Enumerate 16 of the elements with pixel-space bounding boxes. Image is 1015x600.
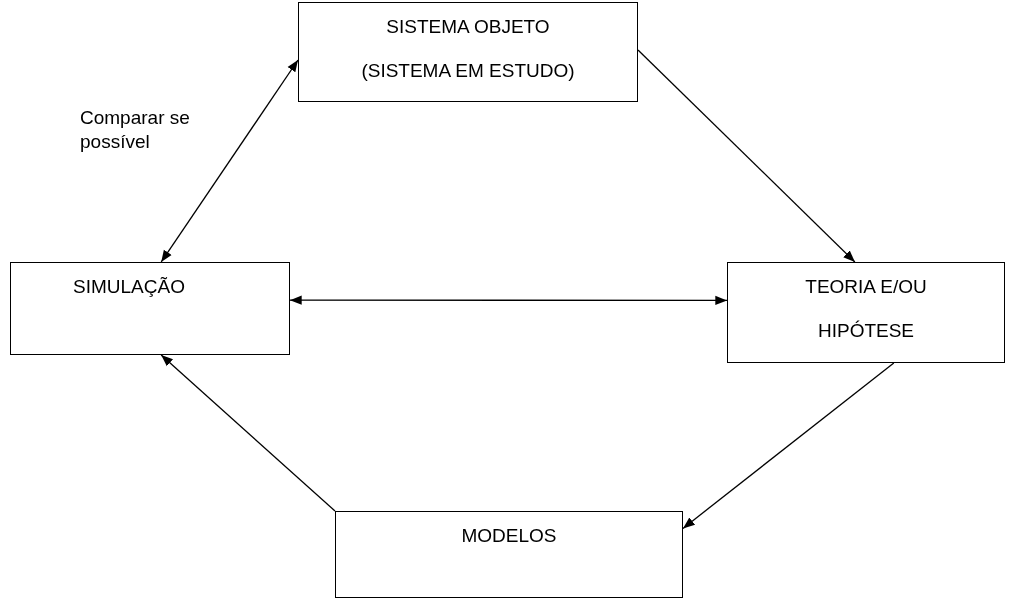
box-text: HIPÓTESE (817, 319, 915, 343)
process-box (727, 262, 1005, 363)
process-box (335, 511, 683, 598)
box-text: SISTEMA OBJETO (386, 15, 550, 39)
box-text: (SISTEMA EM ESTUDO) (361, 59, 575, 83)
process-box (10, 262, 290, 355)
edge-label: Comparar se possível (80, 106, 191, 154)
box-text: SIMULAÇÃO (73, 275, 185, 299)
arrow (637, 49, 856, 263)
arrow (160, 59, 299, 263)
process-box (298, 2, 638, 102)
arrow (289, 295, 728, 306)
box-text: TEORIA E/OU (805, 275, 927, 299)
arrow (160, 354, 336, 512)
arrow (682, 362, 895, 530)
box-text: MODELOS (461, 524, 557, 548)
